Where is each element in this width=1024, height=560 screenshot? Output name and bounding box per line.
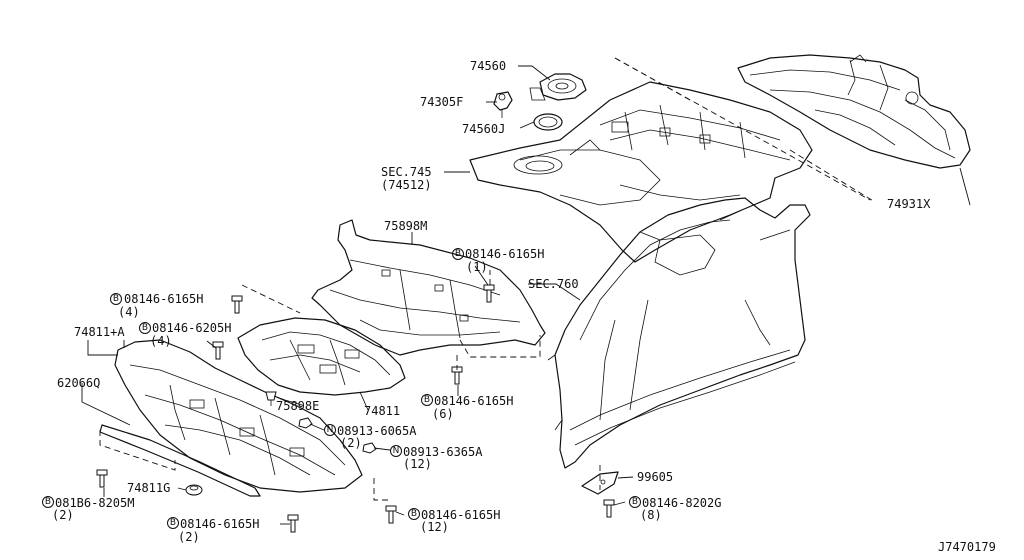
label-99605: 99605	[637, 470, 673, 484]
label-08913-6065a: 08913-6065A	[337, 424, 417, 438]
label-qty-4b: (4)	[150, 334, 172, 348]
diagram-id: J7470179	[938, 540, 996, 554]
label-74811: 74811	[364, 404, 400, 418]
cover-74931x	[737, 54, 971, 169]
label-08146-8202g: 08146-8202G	[642, 496, 721, 510]
label-75898m: 75898M	[384, 219, 427, 233]
nut-marker-icon: N	[390, 445, 402, 457]
bolt-icon	[603, 499, 615, 518]
svg-text:B: B	[424, 395, 430, 405]
label-qty-12b: (12)	[420, 520, 449, 534]
label-08146-6205h: 08146-6205H	[152, 321, 231, 335]
bolt-icon	[212, 341, 224, 360]
bolt-marker-icon: B	[452, 248, 464, 260]
bolt-icon	[385, 505, 397, 524]
bolt-marker-icon: B	[42, 496, 54, 508]
label-qty-8: (8)	[640, 508, 662, 522]
nut-icon	[298, 417, 313, 429]
undercover-75898m	[311, 219, 546, 356]
clip-74811g	[185, 484, 203, 496]
label-qty-2b: (2)	[52, 508, 74, 522]
assembly-lines	[99, 57, 876, 501]
bolt-marker-icon: B	[421, 394, 433, 406]
labels: 74560 74305F 74560J SEC.745 (74512) 7493…	[42, 59, 996, 554]
label-qty-6: (6)	[432, 407, 454, 421]
svg-text:B: B	[142, 323, 148, 333]
strip-62066q	[99, 424, 261, 497]
label-74305f: 74305F	[420, 95, 463, 109]
svg-text:B: B	[170, 518, 176, 528]
label-081b6-8205m: 081B6-8205M	[55, 496, 134, 510]
svg-text:B: B	[411, 509, 417, 519]
label-08146-6165h-1: 08146-6165H	[465, 247, 544, 261]
seal-74560j	[533, 113, 563, 131]
svg-text:N: N	[327, 425, 334, 435]
label-qty-1: (1)	[466, 260, 488, 274]
svg-text:N: N	[393, 446, 400, 456]
label-08146-6165h-2: 08146-6165H	[180, 517, 259, 531]
bolt-icon	[287, 514, 299, 533]
label-sec745: SEC.745	[381, 165, 432, 179]
nut-icon	[362, 442, 377, 454]
label-08146-6165h-4: 08146-6165H	[124, 292, 203, 306]
svg-text:B: B	[113, 294, 119, 304]
svg-text:B: B	[455, 249, 461, 259]
bolt-marker-icon: B	[110, 293, 122, 305]
bolt-marker-icon: B	[167, 517, 179, 529]
label-sec760: SEC.760	[528, 277, 579, 291]
label-qty-12a: (12)	[403, 457, 432, 471]
bolt-icon	[483, 284, 495, 303]
label-62066q: 62066Q	[57, 376, 100, 390]
bracket-99605	[581, 471, 619, 495]
bolt-icon	[231, 295, 243, 314]
bolt-marker-icon: B	[139, 322, 151, 334]
label-74931x: 74931X	[887, 197, 931, 211]
label-qty-4a: (4)	[118, 305, 140, 319]
undercover-74811	[237, 317, 406, 396]
fasteners	[96, 284, 615, 533]
leader-lines	[81, 65, 971, 525]
undercover-74811a	[114, 339, 363, 493]
clip-74305f	[493, 91, 513, 118]
label-74560: 74560	[470, 59, 506, 73]
svg-text:B: B	[632, 497, 638, 507]
svg-text:B: B	[45, 497, 51, 507]
label-08146-6165h-12: 08146-6165H	[421, 508, 500, 522]
bolt-marker-icon: B	[629, 496, 641, 508]
mount-74560	[529, 73, 587, 101]
clip-75898e	[265, 391, 277, 406]
label-74560j: 74560J	[462, 122, 505, 136]
label-75898e: 75898E	[276, 399, 319, 413]
bolt-icon	[96, 469, 108, 488]
label-qty-2c: (2)	[178, 530, 200, 544]
label-qty-2a: (2)	[340, 436, 362, 450]
label-74811a: 74811+A	[74, 325, 125, 339]
rear-side-panel	[547, 197, 811, 469]
rear-floor-panel	[469, 81, 813, 263]
nut-marker-icon: N	[324, 424, 336, 436]
label-08146-6165h-6: 08146-6165H	[434, 394, 513, 408]
label-74811g: 74811G	[127, 481, 170, 495]
label-08913-6365a: 08913-6365A	[403, 445, 483, 459]
label-sec745-sub: (74512)	[381, 178, 432, 192]
bolt-marker-icon: B	[408, 508, 420, 520]
